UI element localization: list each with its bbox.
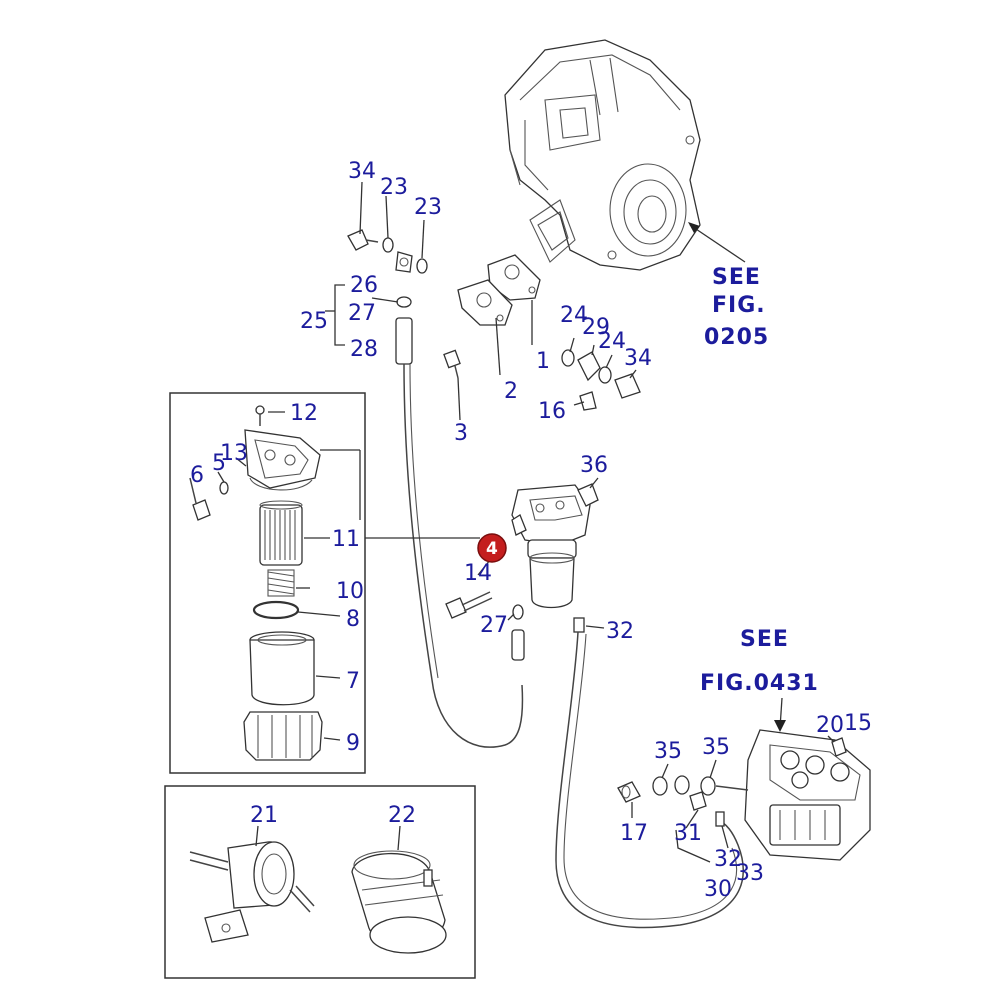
label-part-25: 25	[300, 309, 328, 334]
bolt-3	[443, 349, 461, 379]
label-part-24-b: 24	[598, 329, 626, 354]
gasket-2	[457, 279, 513, 326]
electric-pump-22	[351, 850, 447, 954]
ref-fig0205-line3: 0205	[704, 325, 769, 350]
drain-fitting-6	[189, 477, 211, 521]
callout-number: 4	[486, 539, 498, 559]
bolt-14	[445, 591, 493, 619]
label-part-10: 10	[336, 579, 364, 604]
label-part-23-a: 23	[380, 175, 408, 200]
label-part-14: 14	[464, 561, 492, 586]
label-part-17: 17	[620, 821, 648, 846]
filter-bowl-7	[249, 631, 315, 706]
ring-nut-9	[243, 711, 323, 761]
label-part-24-a: 24	[560, 303, 588, 328]
ref-fig0431-line1: SEE	[740, 627, 789, 652]
ref-fig0431-line2: FIG.0431	[700, 671, 819, 696]
label-part-31: 31	[674, 821, 702, 846]
label-part-7: 7	[346, 669, 360, 694]
spring-10	[267, 569, 295, 597]
label-part-12: 12	[290, 401, 318, 426]
label-part-6: 6	[190, 463, 204, 488]
label-part-8: 8	[346, 607, 360, 632]
screw-12	[255, 405, 265, 426]
callout-circle[interactable]	[477, 533, 507, 563]
label-part-23-b: 23	[414, 195, 442, 220]
label-part-2: 2	[504, 379, 518, 404]
label-part-33: 33	[736, 861, 764, 886]
label-part-28: 28	[350, 337, 378, 362]
label-part-3: 3	[454, 421, 468, 446]
label-part-20: 20	[816, 713, 844, 738]
label-part-5: 5	[212, 451, 226, 476]
label-part-29: 29	[582, 315, 610, 340]
injection-pump-housing	[504, 39, 701, 271]
filter-element-11	[259, 500, 303, 566]
label-part-9: 9	[346, 731, 360, 756]
banjo-fitting-group	[561, 349, 641, 411]
label-part-27-mid: 27	[480, 613, 508, 638]
label-part-32-low: 32	[714, 847, 742, 872]
label-part-16: 16	[538, 399, 566, 424]
label-part-30: 30	[704, 877, 732, 902]
label-part-27-top: 27	[348, 301, 376, 326]
plug-36	[577, 483, 599, 507]
callout-marker-4[interactable]: 4	[477, 533, 507, 563]
injection-pump-lower	[744, 729, 871, 861]
filter-detail-box	[169, 392, 366, 774]
label-part-11: 11	[332, 527, 360, 552]
o-ring-8	[252, 600, 300, 620]
fuel-filter-assembly	[511, 484, 591, 609]
label-part-13: 13	[220, 441, 248, 466]
label-part-32-mid: 32	[606, 619, 634, 644]
fig0205-leader	[689, 224, 746, 263]
pump-detail-box	[164, 785, 476, 979]
label-part-36: 36	[580, 453, 608, 478]
ref-fig0205-line1: SEE	[712, 265, 761, 290]
label-part-35-b: 35	[702, 735, 730, 760]
ref-fig0205-line2: FIG.	[712, 293, 766, 318]
label-part-35-a: 35	[654, 739, 682, 764]
label-part-34-top: 34	[348, 159, 376, 184]
label-part-1: 1	[536, 349, 550, 374]
label-part-34-right: 34	[624, 346, 652, 371]
feed-fittings-group	[617, 775, 749, 827]
feed-hose	[555, 631, 745, 929]
label-part-21: 21	[250, 803, 278, 828]
return-hose	[403, 363, 524, 748]
fig0205-arrowhead	[688, 222, 700, 233]
label-part-15: 15	[844, 711, 872, 736]
electric-pump-21	[189, 841, 315, 943]
filter-head	[244, 429, 321, 491]
label-part-22: 22	[388, 803, 416, 828]
label-part-26: 26	[350, 273, 378, 298]
